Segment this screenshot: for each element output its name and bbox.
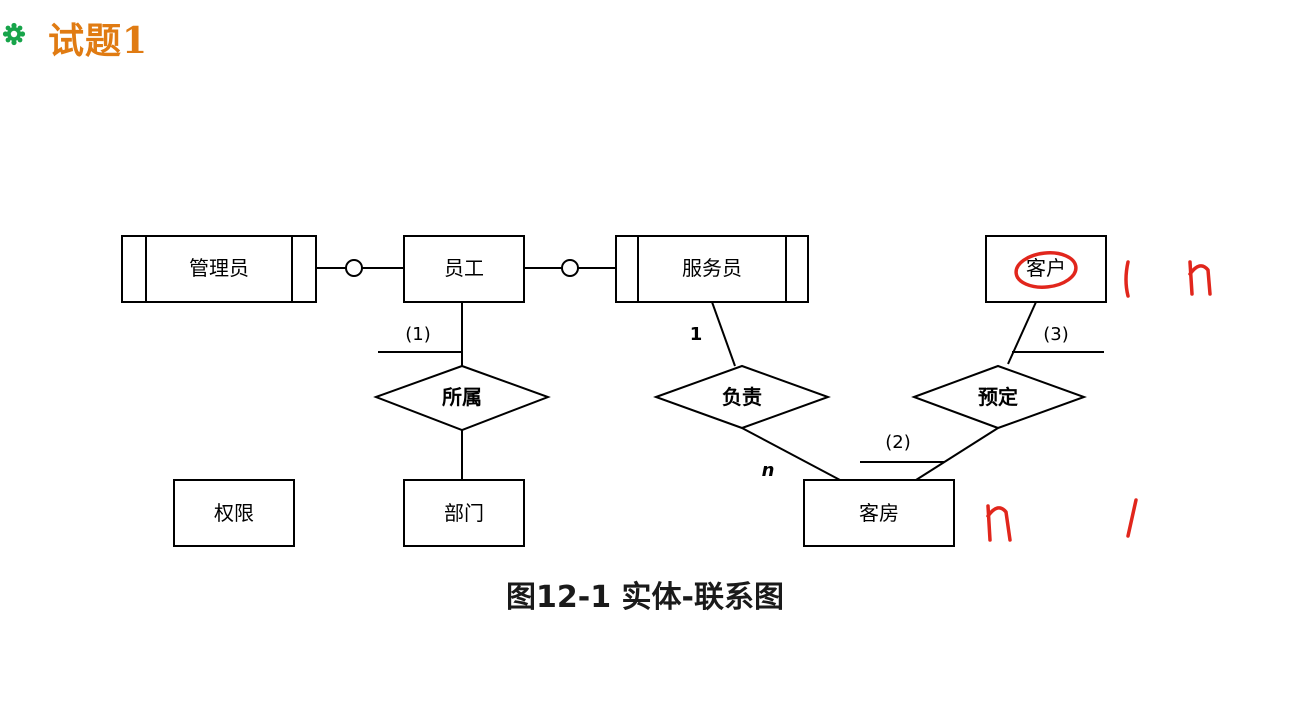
entity-department-label: 部门 (444, 501, 484, 525)
ink-circle-customer (1014, 251, 1078, 289)
gear-flower-icon (2, 22, 26, 46)
subtype-marker-attendant (561, 259, 579, 277)
entity-room-label: 客房 (859, 501, 899, 525)
edge-reserves-room (915, 427, 999, 481)
relationship-reserves-shape (911, 364, 1087, 430)
subtype-marker-manager (345, 259, 363, 277)
edge-attendant-responsible (711, 301, 736, 367)
entity-customer-label: 客户 (1026, 256, 1066, 280)
ink-stroke-n-customer (1188, 260, 1212, 296)
entity-employee-box (403, 235, 525, 303)
ink-stroke-n-room (986, 504, 1012, 542)
relationship-belongs-label: 所属 (442, 385, 482, 409)
entity-attendant-box (615, 235, 809, 303)
relationship-responsible-shape (653, 364, 831, 430)
relationship-belongs-shape (373, 364, 551, 432)
entity-permission-box (173, 479, 295, 547)
cardinality-room-n: n (762, 460, 775, 481)
cardinality-blank-1: (1) (405, 324, 431, 345)
relationship-responsible-label: 负责 (722, 385, 762, 409)
slide-title: 试题1 (48, 20, 149, 62)
cardinality-attendant-1: 1 (690, 324, 703, 345)
entity-customer-box (985, 235, 1107, 303)
entity-employee-label: 员工 (444, 256, 484, 280)
relationship-reserves-label: 预定 (978, 385, 1018, 409)
entity-manager-box (121, 235, 317, 303)
edge-customer-reserves (1007, 301, 1037, 365)
entity-permission-label: 权限 (214, 501, 254, 525)
figure-caption: 图12-1 实体-联系图 (506, 580, 784, 615)
entity-attendant-label: 服务员 (682, 256, 742, 280)
entity-room-box (803, 479, 955, 547)
entity-manager-label: 管理员 (189, 256, 249, 280)
entity-department-box (403, 479, 525, 547)
cardinality-blank-3: (3) (1043, 324, 1069, 345)
cardinality-blank-2: (2) (885, 432, 911, 453)
ink-stroke-l-customer (1124, 260, 1130, 298)
ink-stroke-l-room (1126, 498, 1138, 538)
edge-responsible-room (741, 427, 841, 481)
